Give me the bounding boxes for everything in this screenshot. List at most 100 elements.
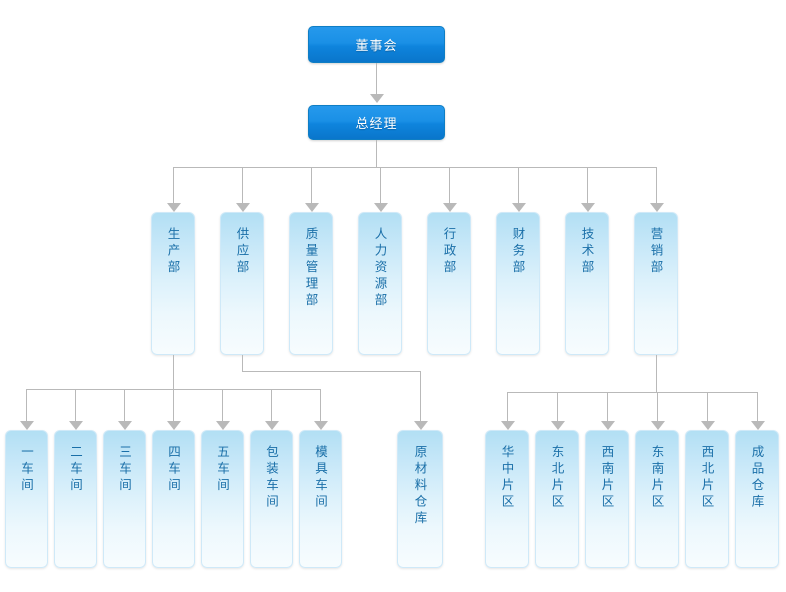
connector-drop-level2-3 (311, 167, 312, 205)
node-region-southeast[interactable]: 东南片区 (635, 430, 679, 568)
node-region-northwest[interactable]: 西北片区 (685, 430, 729, 568)
node-raw-material-warehouse[interactable]: 原材料仓库 (397, 430, 443, 568)
node-label: 三车间 (117, 445, 132, 495)
node-label: 人力资源部 (372, 227, 388, 310)
connector-drop-level2-4 (380, 167, 381, 205)
node-admin-dept[interactable]: 行政部 (427, 212, 471, 355)
arrow-board-to-gm (370, 94, 384, 103)
connector-level2-bus (173, 167, 656, 168)
arrow-level2-7 (581, 203, 595, 212)
connector-marketing-bus (507, 392, 757, 393)
node-label: 四车间 (166, 445, 181, 495)
node-label: 原材料仓库 (412, 445, 428, 528)
node-label: 技术部 (579, 227, 595, 277)
arrow-workshop-5 (216, 421, 230, 430)
node-board-of-directors[interactable]: 董事会 (308, 26, 445, 63)
arrow-workshop-4 (167, 421, 181, 430)
node-mold-workshop[interactable]: 模具车间 (299, 430, 342, 568)
connector-supply-drop (242, 355, 243, 371)
node-label: 模具车间 (313, 445, 328, 511)
connector-drop-workshop-5 (222, 389, 223, 423)
node-quality-dept[interactable]: 质量管理部 (289, 212, 333, 355)
connector-gm-drop (376, 140, 377, 167)
node-label: 西南片区 (599, 445, 615, 511)
node-label: 行政部 (441, 227, 457, 277)
arrow-workshop-1 (20, 421, 34, 430)
connector-marketing-drop (656, 355, 657, 392)
node-label: 二车间 (68, 445, 83, 495)
node-region-southwest[interactable]: 西南片区 (585, 430, 629, 568)
connector-drop-region-3 (607, 392, 608, 423)
node-finance-dept[interactable]: 财务部 (496, 212, 540, 355)
node-label: 财务部 (510, 227, 526, 277)
arrow-workshop-2 (69, 421, 83, 430)
connector-drop-workshop-2 (75, 389, 76, 423)
arrow-region-5 (701, 421, 715, 430)
connector-supply-elbow (242, 371, 420, 372)
node-workshop-3[interactable]: 三车间 (103, 430, 146, 568)
arrow-level2-4 (374, 203, 388, 212)
connector-drop-region-5 (707, 392, 708, 423)
arrow-region-2 (551, 421, 565, 430)
connector-drop-level2-2 (242, 167, 243, 205)
node-workshop-5[interactable]: 五车间 (201, 430, 244, 568)
connector-drop-level2-5 (449, 167, 450, 205)
node-supply-dept[interactable]: 供应部 (220, 212, 264, 355)
connector-drop-level2-1 (173, 167, 174, 205)
node-hr-dept[interactable]: 人力资源部 (358, 212, 402, 355)
node-label: 华中片区 (499, 445, 515, 511)
node-general-manager[interactable]: 总经理 (308, 105, 445, 140)
node-label: 东北片区 (549, 445, 565, 511)
connector-drop-finished-warehouse (757, 392, 758, 423)
connector-production-drop (173, 355, 174, 389)
node-label: 包装车间 (264, 445, 279, 511)
arrow-level2-3 (305, 203, 319, 212)
arrow-workshop-3 (118, 421, 132, 430)
arrow-workshop-7 (314, 421, 328, 430)
node-finished-goods-warehouse[interactable]: 成品仓库 (735, 430, 779, 568)
node-label: 五车间 (215, 445, 230, 495)
node-region-northeast[interactable]: 东北片区 (535, 430, 579, 568)
node-production-dept[interactable]: 生产部 (151, 212, 195, 355)
arrow-level2-1 (167, 203, 181, 212)
connector-drop-level2-7 (587, 167, 588, 205)
node-workshop-1[interactable]: 一车间 (5, 430, 48, 568)
arrow-level2-5 (443, 203, 457, 212)
connector-drop-workshop-7 (320, 389, 321, 423)
connector-board-to-gm (376, 63, 377, 96)
connector-drop-workshop-1 (26, 389, 27, 423)
node-label: 供应部 (234, 227, 250, 277)
arrow-region-1 (501, 421, 515, 430)
node-label: 总经理 (355, 117, 398, 132)
arrow-level2-2 (236, 203, 250, 212)
arrow-raw-material (414, 421, 428, 430)
node-workshop-4[interactable]: 四车间 (152, 430, 195, 568)
connector-drop-workshop-6 (271, 389, 272, 423)
connector-drop-level2-6 (518, 167, 519, 205)
connector-drop-level2-8 (656, 167, 657, 205)
connector-drop-workshop-3 (124, 389, 125, 423)
arrow-finished-warehouse (751, 421, 765, 430)
connector-drop-region-2 (557, 392, 558, 423)
arrow-region-3 (601, 421, 615, 430)
node-label: 西北片区 (699, 445, 715, 511)
arrow-level2-6 (512, 203, 526, 212)
node-marketing-dept[interactable]: 营销部 (634, 212, 678, 355)
node-technology-dept[interactable]: 技术部 (565, 212, 609, 355)
node-packaging-workshop[interactable]: 包装车间 (250, 430, 293, 568)
node-workshop-2[interactable]: 二车间 (54, 430, 97, 568)
node-label: 质量管理部 (303, 227, 319, 310)
connector-drop-region-4 (657, 392, 658, 423)
connector-drop-workshop-4 (173, 389, 174, 423)
arrow-level2-8 (650, 203, 664, 212)
connector-drop-region-1 (507, 392, 508, 423)
node-region-central-china[interactable]: 华中片区 (485, 430, 529, 568)
node-label: 一车间 (19, 445, 34, 495)
arrow-region-4 (651, 421, 665, 430)
connector-drop-raw-material (420, 371, 421, 423)
node-label: 营销部 (648, 227, 664, 277)
arrow-workshop-6 (265, 421, 279, 430)
node-label: 东南片区 (649, 445, 665, 511)
node-label: 董事会 (355, 39, 398, 54)
